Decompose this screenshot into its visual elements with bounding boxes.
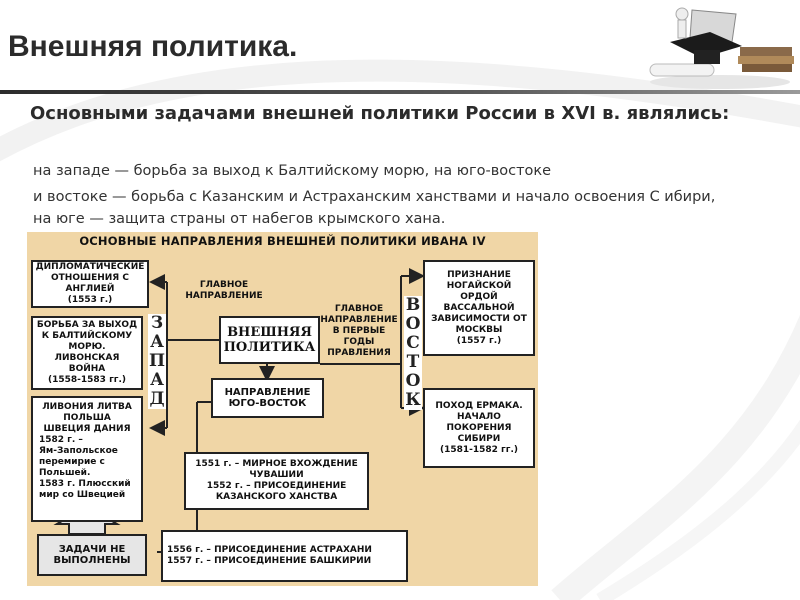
diplomacy-england-box: ДИПЛОМАТИЧЕСКИЕ ОТНОШЕНИЯ С АНГЛИЕЙ (155… bbox=[31, 260, 149, 308]
slide-title: Внешняя политика. bbox=[8, 30, 298, 63]
astrakhan-bashkiria-box: 1556 г. – ПРИСОЕДИНЕНИЕ АСТРАХАНИ 1557 г… bbox=[161, 530, 408, 582]
title-underline bbox=[0, 90, 800, 94]
foreign-policy-diagram: ОСНОВНЫЕ НАПРАВЛЕНИЯ ВНЕШНЕЙ ПОЛИТИКИ ИВ… bbox=[27, 232, 538, 586]
paragraph-1: на западе — борьба за выход к Балтийском… bbox=[33, 163, 552, 179]
graduation-logo bbox=[649, 7, 794, 89]
east-label: В О С Т О К bbox=[404, 295, 422, 410]
nogai-horde-box: ПРИЗНАНИЕ НОГАЙСКОЙ ОРДОЙ ВАССАЛЬНОЙ ЗАВ… bbox=[423, 260, 535, 356]
foreign-policy-center-box: ВНЕШНЯЯ ПОЛИТИКА bbox=[219, 316, 320, 364]
slide-subtitle: Основными задачами внешней политики Росс… bbox=[30, 103, 730, 124]
livonian-war-countries: ЛИВОНИЯ ЛИТВА ПОЛЬША ШВЕЦИЯ ДАНИЯ bbox=[42, 402, 132, 434]
main-direction-first-years-label: ГЛАВНОЕ НАПРАВЛЕНИЕ В ПЕРВЫЕ ГОДЫ ПРАВЛЕ… bbox=[320, 304, 398, 358]
paragraph-2: и востоке — борьба с Казанским и Астраха… bbox=[33, 189, 716, 227]
west-label: З А П А Д bbox=[148, 313, 166, 409]
yermak-campaign-box: ПОХОД ЕРМАКА. НАЧАЛО ПОКОРЕНИЯ СИБИРИ (1… bbox=[423, 388, 535, 468]
main-direction-label: ГЛАВНОЕ НАПРАВЛЕНИЕ bbox=[185, 280, 263, 301]
baltic-struggle-box: БОРЬБА ЗА ВЫХОД К БАЛТИЙСКОМУ МОРЮ. ЛИВО… bbox=[31, 316, 143, 390]
diagram-title: ОСНОВНЫЕ НАПРАВЛЕНИЯ ВНЕШНЕЙ ПОЛИТИКИ ИВ… bbox=[79, 234, 486, 248]
southeast-direction-box: НАПРАВЛЕНИЕ ЮГО-ВОСТОК bbox=[211, 378, 324, 418]
unfulfilled-tasks-box: ЗАДАЧИ НЕ ВЫПОЛНЕНЫ bbox=[37, 534, 147, 576]
livonian-war-treaties: 1582 г. – Ям-Запольское перемирие с Поль… bbox=[39, 435, 131, 500]
kazan-annexation-box: 1551 г. – МИРНОЕ ВХОЖДЕНИЕ ЧУВАШИИ 1552 … bbox=[184, 452, 369, 510]
livonian-war-outcome-box: ЛИВОНИЯ ЛИТВА ПОЛЬША ШВЕЦИЯ ДАНИЯ 1582 г… bbox=[31, 396, 143, 522]
